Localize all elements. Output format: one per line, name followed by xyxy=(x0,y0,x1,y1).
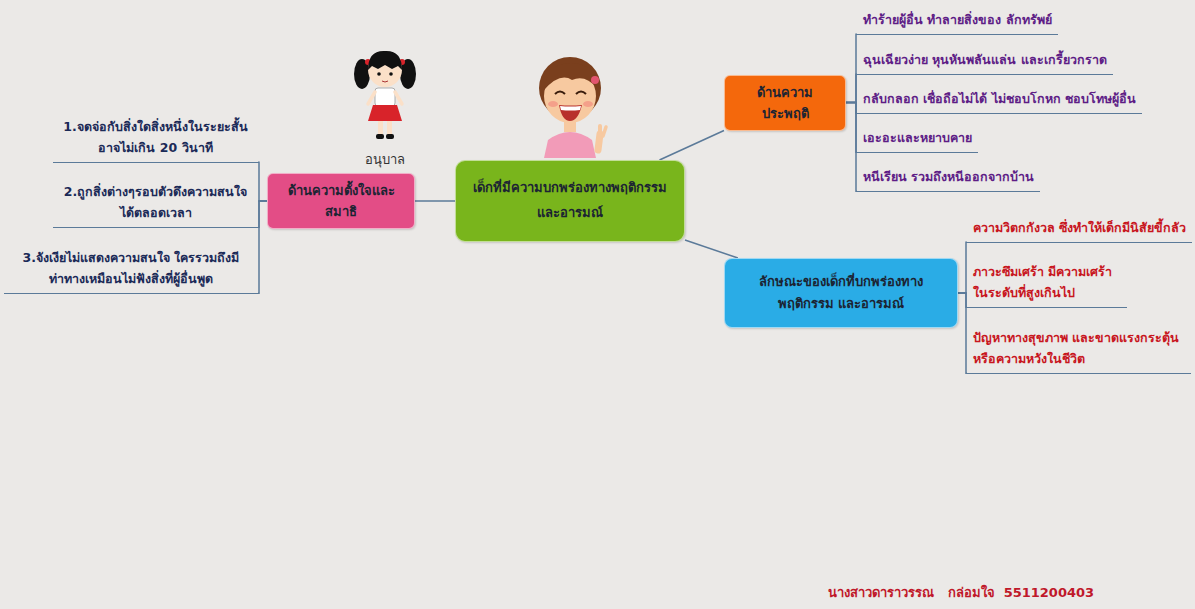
connector-line xyxy=(415,200,455,202)
node-text: หนีเรียน รวมถึงหนีออกจากบ้าน xyxy=(863,166,1034,187)
node-text: ฉุนเฉียวง่าย หุนหันพลันแล่น และเกรี้ยวกร… xyxy=(863,49,1107,70)
branch-item: ความวิตกกังวล ซึ่งทำให้เด็กมีนิสัยขี้กลั… xyxy=(967,215,1192,243)
connector-line xyxy=(958,293,967,373)
connector-line xyxy=(685,240,738,258)
node-text: ด้านความประพฤติ xyxy=(735,82,835,124)
node-text: ปัญหาทางสุขภาพ และขาดแรงกระตุ้น หรือความ… xyxy=(973,327,1185,370)
connector-line xyxy=(846,74,857,102)
connector-line xyxy=(846,34,857,102)
branch-item: กลับกลอก เชื่อถือไม่ได้ ไม่ชอบโกหก ชอบโท… xyxy=(857,86,1142,114)
branch-item: ทำร้ายผู้อื่น ทำลายสิ่งของ ลักทรัพย์ xyxy=(857,7,1058,35)
connector-line xyxy=(659,130,724,160)
branch-item: ภาวะซึมเศร้า มีความเศร้า ในระดับที่สูงเก… xyxy=(967,259,1127,309)
connector-line xyxy=(258,162,267,201)
branch-item: เอะอะและหยาบคาย xyxy=(857,125,978,153)
node-text: 1.จดจ่อกับสิ่งใดสิ่งหนึ่งในระยะสั้น อาจไ… xyxy=(59,116,252,159)
node-text: ลักษณะของเด็กที่บกพร่องทางพฤติกรรม และอา… xyxy=(735,271,947,315)
girl-figure xyxy=(354,51,416,139)
node-text: ด้านความตั้งใจและสมาธิ xyxy=(278,180,404,222)
branch-item: ปัญหาทางสุขภาพ และขาดแรงกระตุ้น หรือความ… xyxy=(967,325,1191,375)
author-signature: นางสาวดาราวรรณ กล่อมใจ 5511200403 xyxy=(828,582,1094,603)
node-text: ความวิตกกังวล ซึ่งทำให้เด็กมีนิสัยขี้กลั… xyxy=(973,217,1186,238)
connector-line xyxy=(846,103,857,192)
branch-item: 1.จดจ่อกับสิ่งใดสิ่งหนึ่งในระยะสั้น อาจไ… xyxy=(53,114,258,164)
node-text: กลับกลอก เชื่อถือไม่ได้ ไม่ชอบโกหก ชอบโท… xyxy=(863,88,1136,109)
node-text: เด็กที่มีความบกพร่องทางพฤติกรรม และอารมณ… xyxy=(466,176,674,225)
node-text: ทำร้ายผู้อื่น ทำลายสิ่งของ ลักทรัพย์ xyxy=(863,9,1052,30)
branch-item: 2.ถูกสิ่งต่างๆรอบตัวดึงความสนใจ ได้ตลอดเ… xyxy=(53,179,258,229)
node-text: 3.จังเงียไม่แสดงความสนใจ ใครรวมถึงมีท่าท… xyxy=(10,247,252,290)
woman-figure xyxy=(539,57,606,158)
central-topic: เด็กที่มีความบกพร่องทางพฤติกรรม และอารมณ… xyxy=(455,160,685,242)
branch-item: หนีเรียน รวมถึงหนีออกจากบ้าน xyxy=(857,164,1040,192)
node-text: เอะอะและหยาบคาย xyxy=(863,127,972,148)
connector-line xyxy=(258,201,267,293)
connector-line xyxy=(958,242,967,293)
branch-box: ลักษณะของเด็กที่บกพร่องทางพฤติกรรม และอา… xyxy=(724,258,958,328)
node-text: 2.ถูกสิ่งต่างๆรอบตัวดึงความสนใจ ได้ตลอดเ… xyxy=(59,181,252,224)
branch-item: ฉุนเฉียวง่าย หุนหันพลันแล่น และเกรี้ยวกร… xyxy=(857,47,1113,75)
node-text: ภาวะซึมเศร้า มีความเศร้า ในระดับที่สูงเก… xyxy=(973,261,1121,304)
branch-box: ด้านความตั้งใจและสมาธิ xyxy=(267,173,415,229)
branch-item: 3.จังเงียไม่แสดงความสนใจ ใครรวมถึงมีท่าท… xyxy=(4,245,258,295)
figure-caption: อนุบาล xyxy=(365,149,405,170)
branch-box: ด้านความประพฤติ xyxy=(724,75,846,131)
